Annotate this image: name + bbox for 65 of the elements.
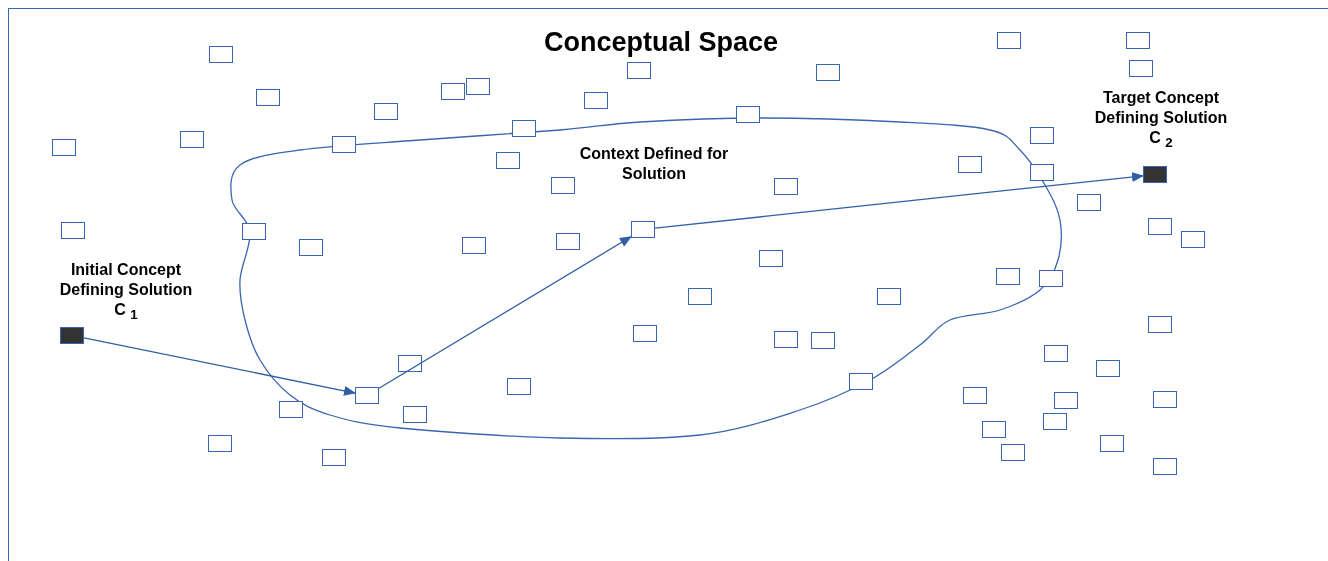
concept-box: [631, 221, 655, 238]
concept-box: [466, 78, 490, 95]
concept-box: [279, 401, 303, 418]
concept-box: [512, 120, 536, 137]
concept-box: [332, 136, 356, 153]
concept-box: [208, 435, 232, 452]
concept-box: [627, 62, 651, 79]
concept-box: [963, 387, 987, 404]
concept-box: [1044, 345, 1068, 362]
arrow: [654, 172, 1144, 229]
concept-box: [1001, 444, 1025, 461]
concept-box: [52, 139, 76, 156]
concept-box: [209, 46, 233, 63]
concept-box: [774, 178, 798, 195]
concept-box: [1153, 458, 1177, 475]
concept-box: [958, 156, 982, 173]
concept-box: [374, 103, 398, 120]
concept-box: [180, 131, 204, 148]
concept-box: [1043, 413, 1067, 430]
concept-box: [736, 106, 760, 123]
concept-box: [462, 237, 486, 254]
concept-label: C $_{2}$: [1148, 128, 1174, 153]
concept-box: [1054, 392, 1078, 409]
concept-box: [1153, 391, 1177, 408]
concept-box: [1030, 164, 1054, 181]
concept-box: [299, 239, 323, 256]
concept-box: [496, 152, 520, 169]
arrow: [83, 337, 356, 396]
concept-box: [1030, 127, 1054, 144]
concept-box: [1077, 194, 1101, 211]
concept-box: [811, 332, 835, 349]
concept-box: [816, 64, 840, 81]
concept-box: [1039, 270, 1063, 287]
concept-box: [403, 406, 427, 423]
concept-box: [1096, 360, 1120, 377]
arrow: [378, 236, 632, 389]
concept-box: [759, 250, 783, 267]
concept-box: [996, 268, 1020, 285]
concept-box: [997, 32, 1021, 49]
concept-box: [1129, 60, 1153, 77]
concept-box: [355, 387, 379, 404]
concept-box: [256, 89, 280, 106]
concept-box: [398, 355, 422, 372]
concept-box: [584, 92, 608, 109]
concept-box: [982, 421, 1006, 438]
concept-label: Initial Concept Defining Solution: [58, 260, 194, 300]
concept-box: [877, 288, 901, 305]
concept-box: [441, 83, 465, 100]
concept-label: Target Concept Defining Solution: [1093, 88, 1229, 128]
concept-box: [774, 331, 798, 348]
concept-box: [1148, 316, 1172, 333]
concept-box: [507, 378, 531, 395]
region-label: Context Defined for Solution: [578, 144, 730, 184]
concept-label: C $_{1}$: [113, 300, 139, 325]
concept-box: [688, 288, 712, 305]
concept-box: [61, 222, 85, 239]
concept-box: [556, 233, 580, 250]
concept-box: [1126, 32, 1150, 49]
concept-box: [633, 325, 657, 342]
concept-box: [322, 449, 346, 466]
concept-box: [551, 177, 575, 194]
concept-box: [1181, 231, 1205, 248]
concept-box: [1148, 218, 1172, 235]
concept-box: [1100, 435, 1124, 452]
concept-box: [849, 373, 873, 390]
